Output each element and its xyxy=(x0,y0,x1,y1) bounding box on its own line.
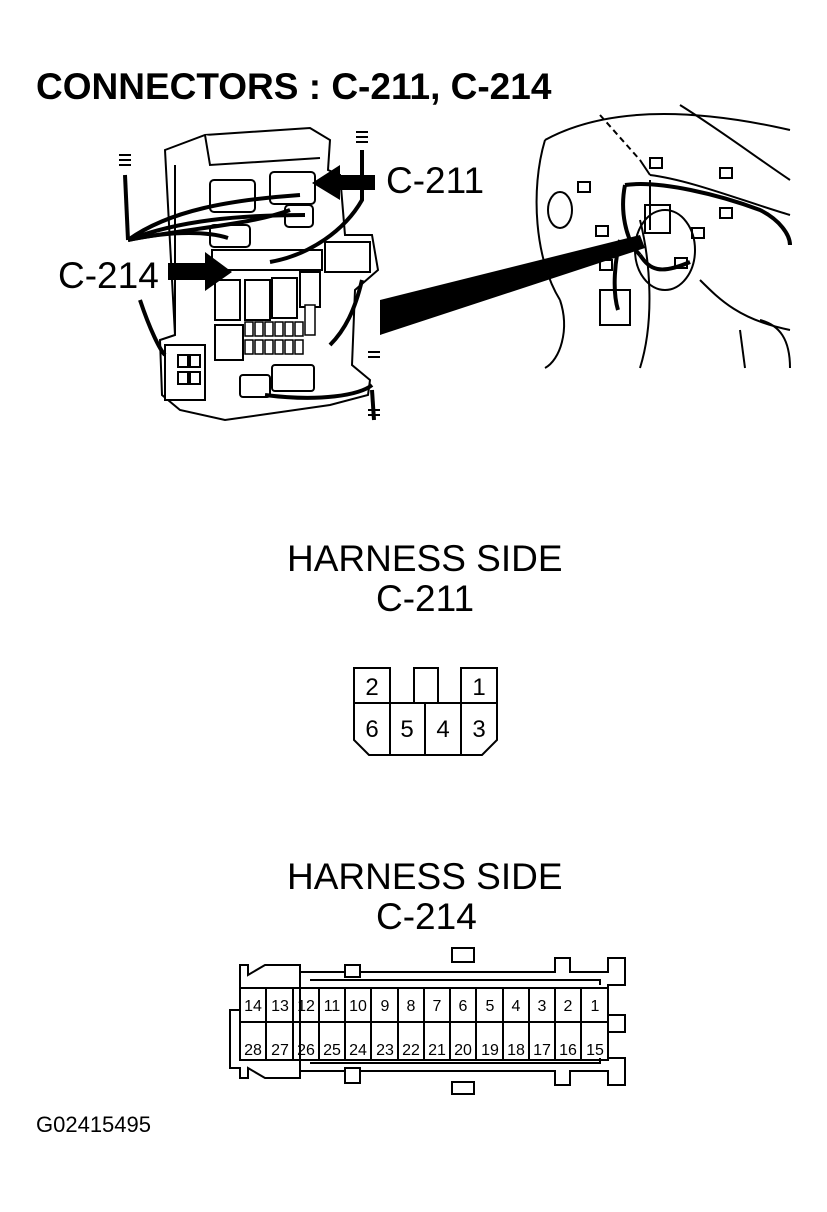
c211-pin: 6 xyxy=(365,716,378,743)
c214-pin: 4 xyxy=(512,998,521,1015)
c214-pin: 22 xyxy=(402,1042,420,1059)
c214-pin: 19 xyxy=(481,1042,499,1059)
c214-pin: 13 xyxy=(271,998,289,1015)
c211-pin: 3 xyxy=(472,716,485,743)
c214-side-label: HARNESS SIDE xyxy=(287,856,563,897)
c214-pin: 28 xyxy=(244,1042,262,1059)
c214-pin: 1 xyxy=(591,998,600,1015)
c214-pin: 12 xyxy=(297,998,315,1015)
dashboard-locator-view xyxy=(535,104,791,369)
c214-pin: 8 xyxy=(407,998,416,1015)
c214-pin: 21 xyxy=(428,1042,446,1059)
figure-id: G02415495 xyxy=(36,1112,151,1137)
dashboard-harness xyxy=(612,182,792,311)
c211-side-label: HARNESS SIDE xyxy=(287,538,563,579)
c214-pin: 23 xyxy=(376,1042,394,1059)
c214-pin: 9 xyxy=(381,998,390,1015)
c214-pin: 26 xyxy=(297,1042,315,1059)
page-title: CONNECTORS : C-211, C-214 xyxy=(36,66,552,107)
c214-pin: 14 xyxy=(244,998,262,1015)
c211-arrow-icon xyxy=(312,165,375,200)
c214-pin: 10 xyxy=(349,998,367,1015)
c214-callout: C-214 xyxy=(58,255,159,296)
c214-pin: 18 xyxy=(507,1042,525,1059)
c214-arrow-icon xyxy=(168,252,232,291)
c211-pin: 1 xyxy=(472,674,485,701)
c211-callout: C-211 xyxy=(386,160,484,201)
c214-pin: 17 xyxy=(533,1042,551,1059)
c214-pin: 20 xyxy=(454,1042,472,1059)
c211-pin: 2 xyxy=(365,674,378,701)
wire-harness xyxy=(123,150,376,421)
c214-pin: 25 xyxy=(323,1042,341,1059)
junction-block-illustration: C-211 C-214 xyxy=(58,104,792,422)
c214-pin: 11 xyxy=(324,998,341,1015)
c214-pin: 6 xyxy=(459,998,468,1015)
c214-pin: 16 xyxy=(559,1042,577,1059)
c214-pin: 24 xyxy=(349,1042,367,1059)
c211-pin: 5 xyxy=(400,716,413,743)
c214-pin: 3 xyxy=(538,998,547,1015)
c214-pin: 2 xyxy=(564,998,573,1015)
c214-connector-name: C-214 xyxy=(376,896,477,937)
c214-pin: 7 xyxy=(433,998,442,1015)
c211-pin: 4 xyxy=(436,716,449,743)
c211-connector-name: C-211 xyxy=(376,578,475,619)
c214-pin: 5 xyxy=(486,998,495,1015)
locator-pointer xyxy=(380,235,645,335)
wire-break-marks xyxy=(119,131,380,416)
c214-pin: 15 xyxy=(586,1042,604,1059)
c214-pin: 27 xyxy=(271,1042,289,1059)
